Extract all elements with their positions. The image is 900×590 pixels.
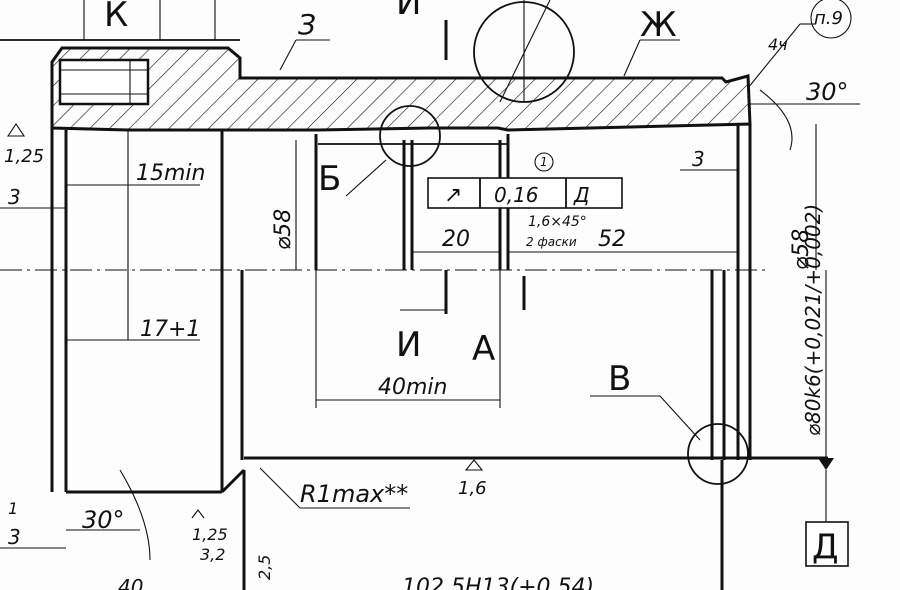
letter-b: Б: [318, 159, 341, 199]
letter-i-top: И: [396, 0, 421, 23]
label-dim20: 20: [442, 227, 470, 252]
letter-a-section: А: [472, 329, 495, 369]
label-chamfer-dim: 1,6×45°: [528, 214, 587, 230]
label-chamfer-top: 4ч: [768, 35, 788, 54]
label-z: З: [298, 8, 316, 41]
label-rough-125: 1,25: [192, 525, 228, 544]
label-bottom-left: 40: [118, 575, 143, 590]
label-circled-1: 1: [540, 155, 548, 169]
tolerance-datum: Д: [573, 183, 590, 207]
datum-triangle: [818, 458, 834, 470]
label-p9: п.9: [814, 8, 843, 29]
datum-box: [805, 521, 849, 567]
letter-d: Д: [812, 527, 839, 567]
label-left-bottom-1: 1: [8, 499, 18, 518]
label-dia58-right: ⌀58: [789, 229, 814, 270]
label-left-3: 3: [8, 185, 21, 209]
label-bottom-dim: 102,5H13(+0,54): [402, 575, 594, 590]
tolerance-frame: ↗ 0,16 Д: [427, 177, 623, 209]
label-rough-32: 3,2: [200, 545, 225, 564]
letter-k: К: [104, 0, 128, 35]
letter-i-section: И: [396, 325, 421, 365]
label-right-3: 3: [692, 147, 705, 171]
label-dim52: 52: [598, 227, 626, 252]
label-angle-bottom: 30°: [82, 506, 125, 534]
tolerance-symbol: ↗: [444, 183, 462, 208]
letter-v: В: [608, 359, 631, 399]
detail-circle-b: [379, 105, 441, 167]
label-15min: 15min: [136, 161, 205, 186]
hatched-wall-section: [50, 46, 752, 132]
label-dia80: ⌀80k6(+0,021/+0,002): [801, 204, 825, 436]
tolerance-value: 0,16: [494, 183, 539, 207]
threaded-hole: [58, 58, 150, 106]
label-r125-left: 1,25: [4, 146, 44, 167]
label-rough-25: 2,5: [255, 555, 274, 580]
label-dia58-left: ⌀58: [271, 209, 296, 250]
label-angle-right: 30°: [806, 78, 849, 106]
letter-zh: Ж: [640, 5, 677, 45]
detail-circle-v: [687, 423, 749, 485]
label-chamfer-note: 2 фаски: [526, 235, 577, 249]
label-r1max: R1max**: [300, 480, 408, 508]
label-left-bottom-3: 3: [8, 525, 21, 549]
label-tol17: 17+1: [140, 317, 200, 342]
label-dim40: 40min: [378, 375, 447, 400]
label-rough-16: 1,6: [458, 478, 487, 499]
